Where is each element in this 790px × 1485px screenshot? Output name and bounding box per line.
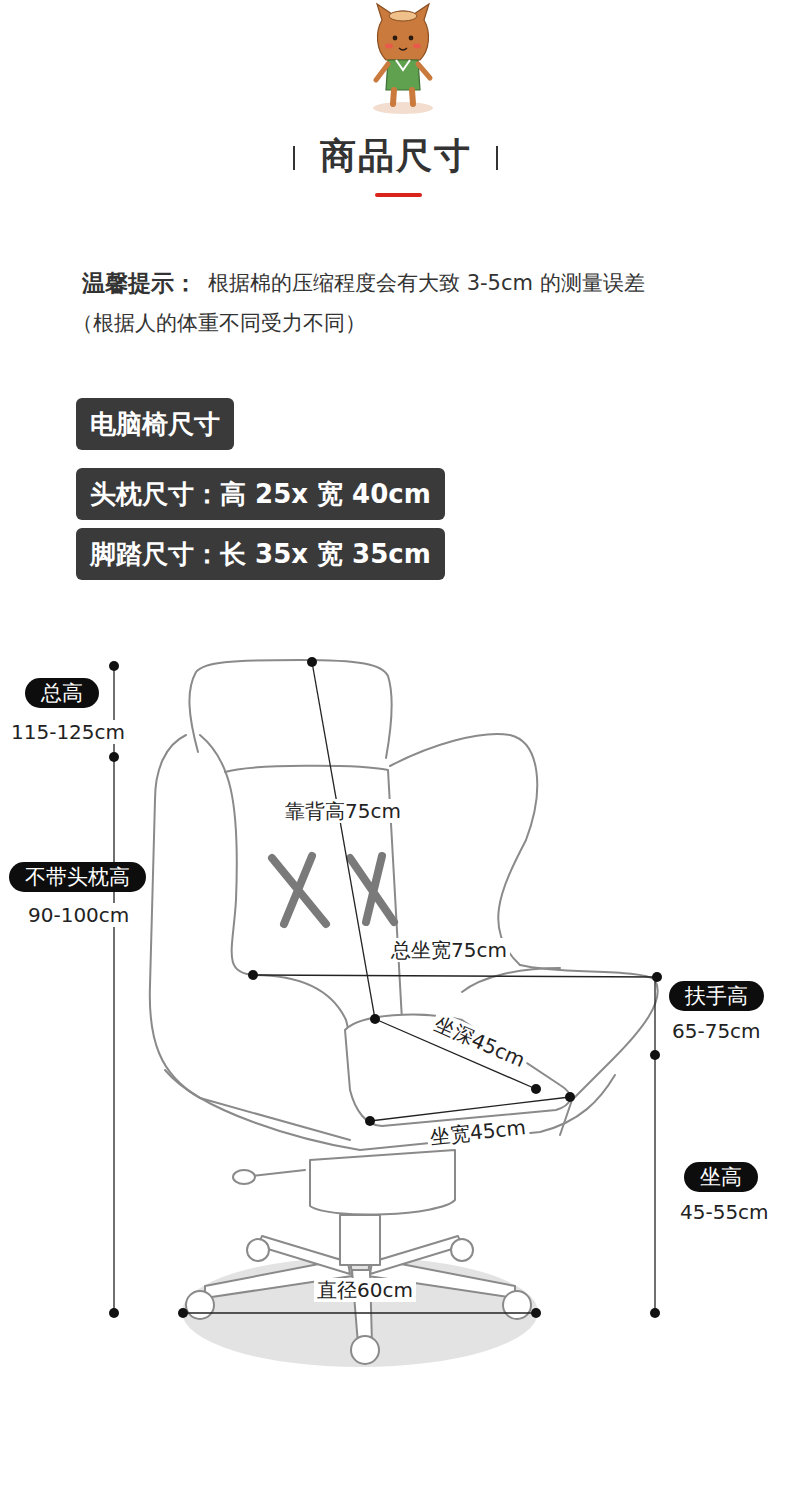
spec-box: 头枕尺寸：高 25x 宽 40cm bbox=[76, 468, 445, 520]
title: 商品尺寸 bbox=[320, 134, 472, 177]
dimension-pill: 扶手高 bbox=[669, 981, 764, 1011]
dimension-value: 115-125cm bbox=[8, 720, 128, 744]
dimension-name: 不带头枕高 bbox=[25, 865, 130, 889]
dimension-pill: 不带头枕高 bbox=[9, 862, 146, 892]
spec-text: 电脑椅尺寸 bbox=[90, 409, 220, 439]
mascot bbox=[373, 4, 433, 114]
dimension-pill: 坐高 bbox=[684, 1162, 758, 1192]
dimension-label: 总坐宽75cm bbox=[388, 938, 510, 962]
dimension-name: 扶手高 bbox=[685, 984, 748, 1008]
dimension-value: 90-100cm bbox=[25, 903, 132, 927]
dimension-value: 45-55cm bbox=[680, 1200, 769, 1224]
spec-text: 头枕尺寸：高 25x 宽 40cm bbox=[90, 479, 431, 509]
tip-heading: 温馨提示： bbox=[82, 270, 197, 298]
tip-note: （根据人的体重不同受力不同） bbox=[72, 311, 366, 336]
dimension-label: 直径60cm bbox=[314, 1278, 416, 1302]
dimension-label: 靠背高75cm bbox=[282, 799, 404, 823]
spec-box: 脚踏尺寸：长 35x 宽 35cm bbox=[76, 528, 445, 580]
dimension-name: 总高 bbox=[41, 681, 83, 705]
tip-text: 根据棉的压缩程度会有大致 3-5cm 的测量误差 bbox=[208, 271, 645, 296]
spec-text: 脚踏尺寸：长 35x 宽 35cm bbox=[90, 539, 431, 569]
dimension-name: 坐高 bbox=[700, 1165, 742, 1189]
spec-box: 电脑椅尺寸 bbox=[76, 398, 234, 450]
dimension-pill: 总高 bbox=[25, 678, 99, 708]
dimension-value: 65-75cm bbox=[672, 1019, 761, 1043]
